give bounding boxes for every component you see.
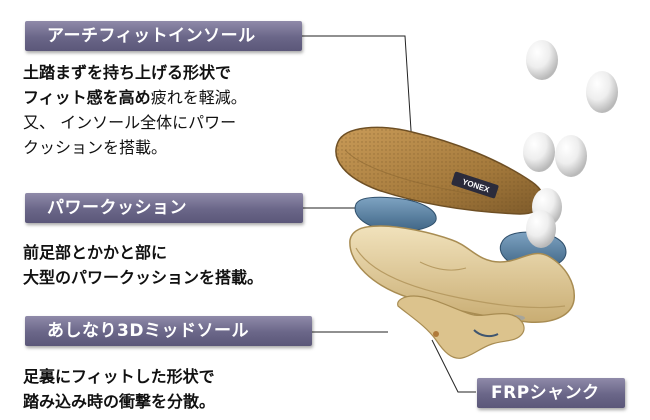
egg-icon: [586, 71, 618, 113]
desc-3d-midsole: 足裏にフィットした形状で 踏み込み時の衝撃を分散。: [23, 364, 215, 414]
egg-icon: [526, 40, 558, 80]
desc-cushion-line-2: 大型のパワークッションを搭載。: [23, 268, 264, 287]
leader-line-arch: [302, 35, 413, 147]
yonex-logo: [451, 171, 499, 199]
desc-arch-line-2a: フィット感を高め: [23, 88, 151, 107]
egg-icon: [555, 135, 587, 177]
label-power-cushion: パワークッション: [25, 193, 303, 223]
arch-fit-insole: YONEX: [335, 126, 545, 215]
desc-arch-fit-insole: 土踏まずを持ち上げる形状で フィット感を高め疲れを軽減。 又、 インソール全体に…: [23, 60, 247, 160]
leader-line-frp: [431, 339, 476, 393]
desc-midsole-line-2: 踏み込み時の衝撃を分散。: [23, 392, 216, 411]
frp-shank-part: [397, 295, 525, 359]
label-3d-midsole: あしなり3Dミッドソール: [25, 316, 312, 346]
desc-midsole-line-1: 足裏にフィットした形状で: [23, 367, 215, 386]
egg-icon: [523, 132, 555, 172]
desc-arch-line-4: クッションを搭載。: [23, 138, 168, 157]
desc-arch-line-1: 土踏まずを持ち上げる形状で: [23, 63, 232, 82]
desc-power-cushion: 前足部とかかと部に 大型のパワークッションを搭載。: [23, 240, 263, 290]
eggs-decoration: [523, 40, 618, 248]
desc-cushion-line-1: 前足部とかかと部に: [23, 243, 168, 262]
desc-arch-line-3: 又、 インソール全体にパワー: [23, 113, 237, 132]
label-arch-fit-insole: アーチフィットインソール: [25, 21, 302, 51]
label-frp-shank: FRPシャンク: [477, 378, 625, 408]
egg-icon: [526, 210, 556, 248]
desc-arch-line-2b: 疲れを軽減。: [150, 88, 247, 107]
